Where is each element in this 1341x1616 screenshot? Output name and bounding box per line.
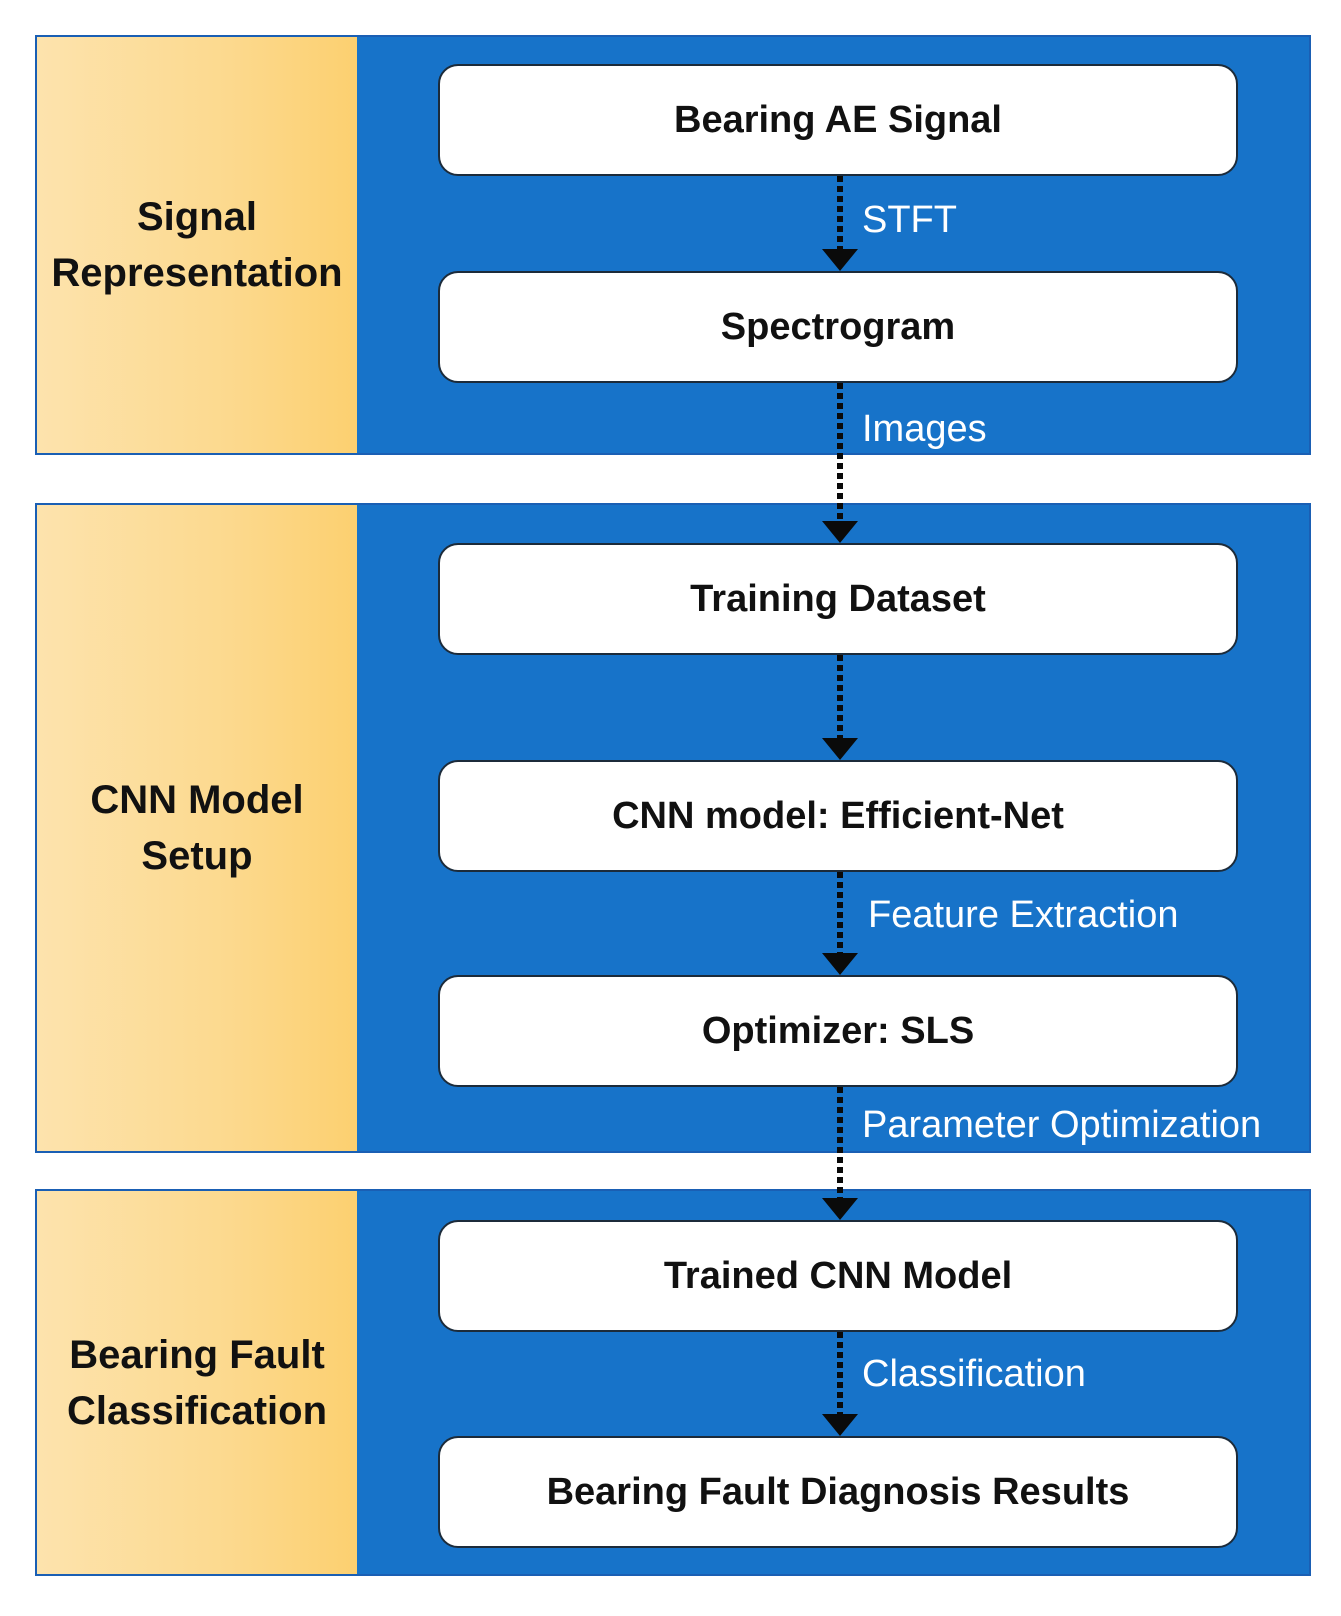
arrow-head-icon	[822, 953, 858, 975]
node-label: Bearing Fault Diagnosis Results	[546, 1470, 1130, 1513]
node-bearing-ae-signal: Bearing AE Signal	[438, 64, 1238, 176]
arrow-shaft	[837, 176, 843, 251]
node-label: Training Dataset	[690, 577, 986, 620]
arrow-head-icon	[822, 738, 858, 760]
section-label: Signal Representation	[51, 195, 343, 295]
arrow-head-icon	[822, 249, 858, 271]
edge-label-feature-extraction: Feature Extraction	[868, 894, 1179, 936]
node-trained-cnn-model: Trained CNN Model	[438, 1220, 1238, 1332]
node-label: Spectrogram	[720, 305, 956, 348]
node-label: CNN model: Efficient-Net	[612, 794, 1064, 837]
node-spectrogram: Spectrogram	[438, 271, 1238, 383]
arrow-trained-to-results	[822, 1332, 858, 1436]
arrow-shaft	[837, 1087, 843, 1200]
node-label: Bearing AE Signal	[674, 98, 1002, 141]
node-optimizer-sls: Optimizer: SLS	[438, 975, 1238, 1087]
section-label: CNN Model Setup	[90, 778, 304, 878]
arrow-shaft	[837, 655, 843, 740]
arrow-shaft	[837, 872, 843, 955]
edge-label-stft: STFT	[862, 199, 957, 241]
section-label-panel: Bearing Fault Classification	[37, 1191, 357, 1574]
node-training-dataset: Training Dataset	[438, 543, 1238, 655]
arrow-shaft	[837, 383, 843, 523]
node-bearing-fault-diagnosis-results: Bearing Fault Diagnosis Results	[438, 1436, 1238, 1548]
edge-label-images: Images	[862, 408, 987, 450]
edge-label-classification: Classification	[862, 1353, 1086, 1395]
arrow-cnn-to-optimizer	[822, 872, 858, 975]
node-label: Trained CNN Model	[663, 1254, 1013, 1297]
section-label-panel: CNN Model Setup	[37, 505, 357, 1151]
arrow-dataset-to-cnn	[822, 655, 858, 760]
arrow-signal-to-spectrogram	[822, 176, 858, 271]
arrow-spectrogram-to-dataset	[822, 383, 858, 543]
arrow-head-icon	[822, 521, 858, 543]
arrow-head-icon	[822, 1198, 858, 1220]
node-label: Optimizer: SLS	[701, 1009, 975, 1052]
arrow-optimizer-to-trained	[822, 1087, 858, 1220]
arrow-head-icon	[822, 1414, 858, 1436]
edge-label-parameter-optimization: Parameter Optimization	[862, 1104, 1262, 1146]
section-label: Bearing Fault Classification	[66, 1332, 328, 1433]
section-label-panel: Signal Representation	[37, 37, 357, 453]
arrow-shaft	[837, 1332, 843, 1416]
node-cnn-model-efficient-net: CNN model: Efficient-Net	[438, 760, 1238, 872]
